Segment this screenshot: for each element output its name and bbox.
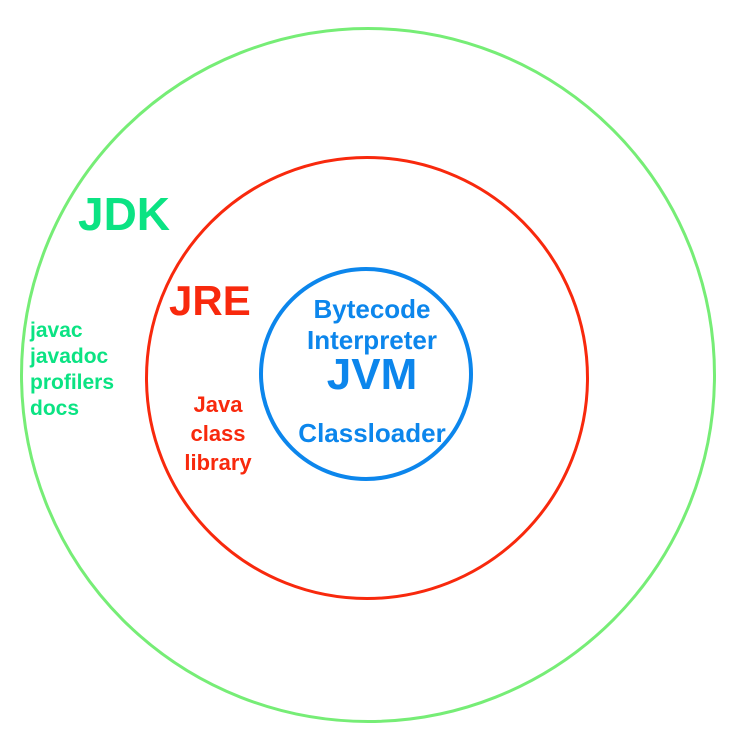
bytecode-label: Bytecode — [313, 294, 431, 324]
jdk-tool-item: javadoc — [30, 345, 109, 368]
jdk-tool-item: docs — [30, 397, 80, 420]
jre-library-line: Java — [193, 392, 243, 417]
jre-library-label: Java class library — [158, 390, 278, 477]
jre-library-line: class — [190, 421, 246, 446]
jre-library-line: library — [184, 450, 252, 475]
jdk-tool-item: profilers — [30, 371, 115, 394]
jre-circle — [145, 156, 589, 600]
jdk-circle — [20, 27, 716, 723]
jdk-tools-list: javac javadoc profilers docs — [30, 318, 114, 422]
jre-label: JRE — [169, 277, 251, 324]
jvm-circle — [259, 267, 473, 481]
interpreter-label: Interpreter — [306, 325, 438, 355]
classloader-label: Classloader — [298, 418, 446, 448]
jdk-tool-item: javac — [30, 319, 83, 342]
jvm-components-top-label: Bytecode Interpreter — [266, 294, 478, 356]
jdk-label: JDK — [78, 188, 171, 240]
jvm-label: JVM — [326, 350, 418, 399]
